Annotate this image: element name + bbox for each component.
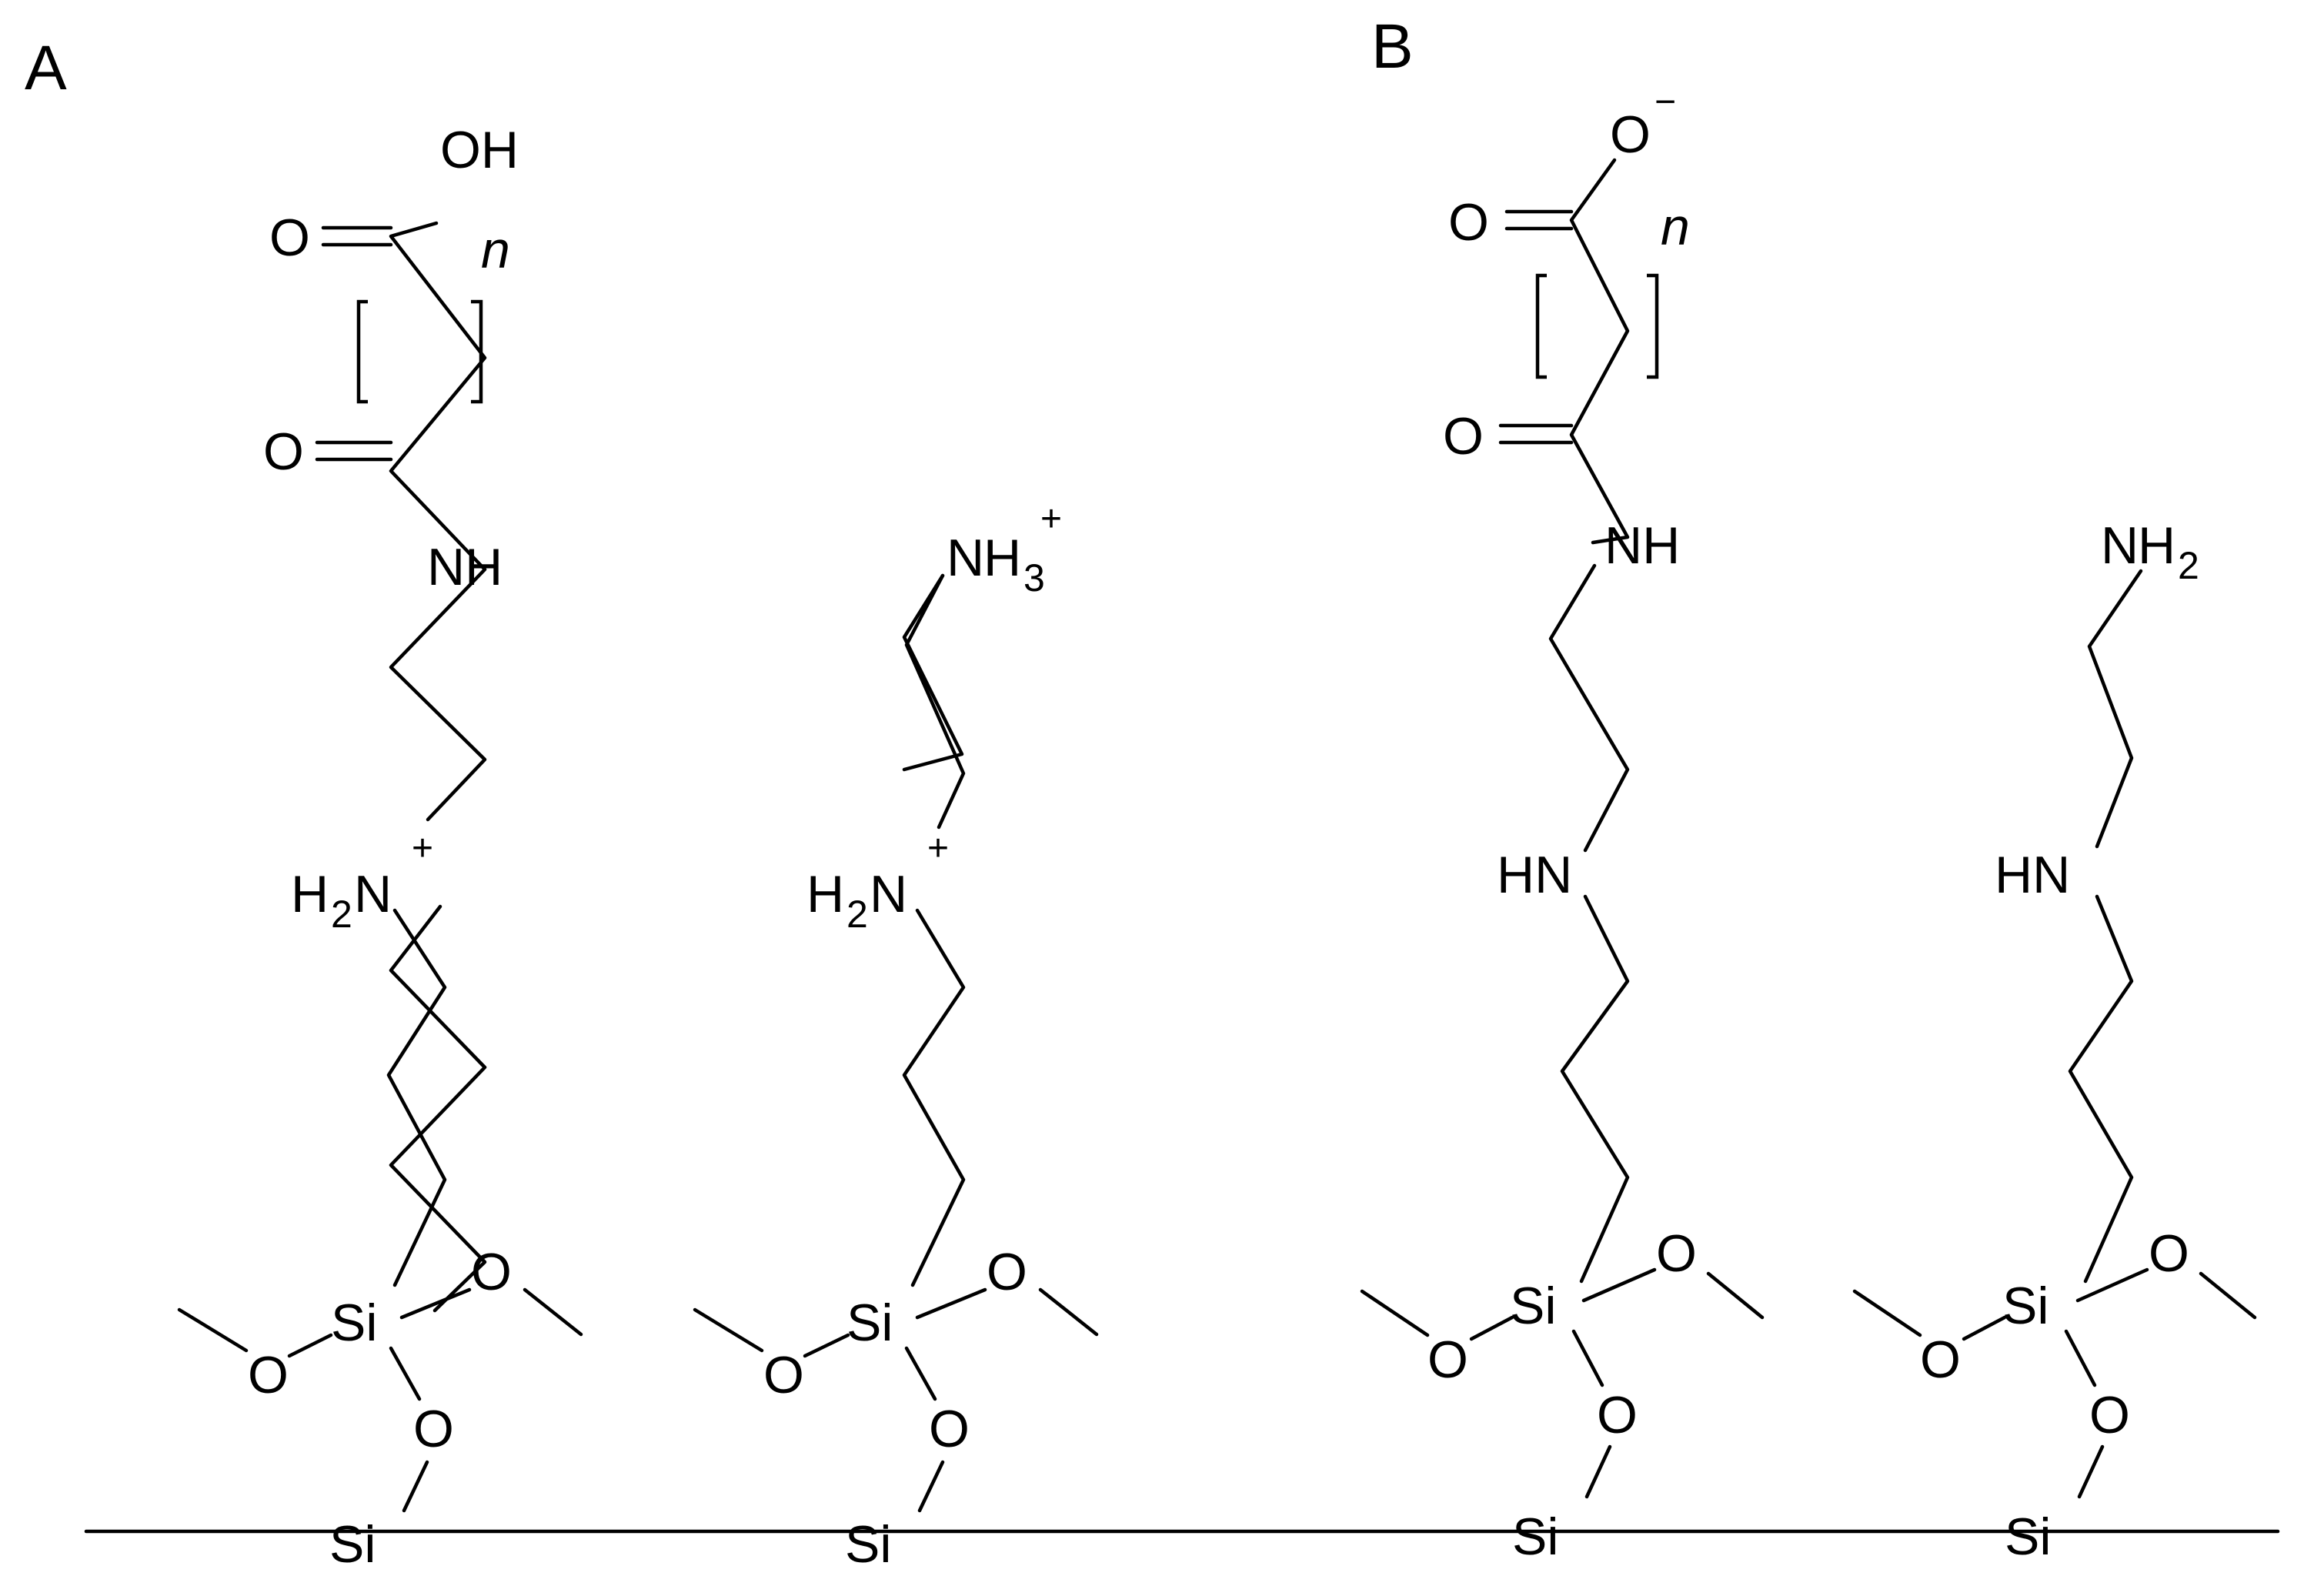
a1-atom-h: H	[291, 865, 329, 923]
b2-o-me-right	[2199, 1271, 2257, 1320]
b2-propyl	[2068, 894, 2134, 1284]
panel-label-a: A	[25, 33, 67, 103]
a1-o-si-left	[287, 1333, 333, 1358]
b1-propyl	[1560, 894, 1630, 1284]
b1-o-si-left	[1469, 1315, 1514, 1341]
a2-atom-h-top: H	[983, 529, 1021, 587]
a1-bracket-left	[356, 299, 368, 404]
b2-atom-o-down: O	[2089, 1386, 2130, 1444]
b1-backbone-chain	[1548, 563, 1630, 853]
a2-o-me-right	[1038, 1287, 1099, 1337]
a1-atom-nh: NH	[427, 538, 503, 596]
a2-o-si-left	[803, 1333, 850, 1358]
b1-atom-si: Si	[1510, 1277, 1556, 1335]
a2-si-ome-left	[693, 1307, 764, 1353]
a1-o-me-right	[523, 1287, 583, 1337]
a2-si-o-right	[915, 1287, 987, 1320]
a2-atom-si: Si	[846, 1294, 893, 1352]
b2-atom-si: Si	[2002, 1277, 2049, 1335]
b1-charge-minus: −	[1655, 82, 1676, 122]
molecule-a1: OH O n O NH H 2 N + Si O O O Si	[177, 121, 583, 1574]
b2-atom-si-surface: Si	[2005, 1508, 2051, 1566]
a1-si-ome-left	[177, 1307, 249, 1353]
a2-chain-propyl	[902, 908, 966, 1287]
a1-si-o-right	[399, 1287, 472, 1320]
a2-sub-3: 3	[1023, 556, 1045, 599]
b1-si-o-down	[1571, 1329, 1604, 1387]
b1-bracket-right	[1647, 273, 1659, 379]
b2-si-ome-left	[1852, 1289, 1922, 1337]
b1-atom-nh: NH	[1604, 516, 1680, 575]
a2-o-si-surface	[917, 1460, 945, 1513]
b1-atom-o-top: O	[1448, 193, 1489, 252]
b2-si-o-down	[2064, 1329, 2097, 1387]
a1-sub-2: 2	[331, 893, 352, 936]
b2-atom-o-right: O	[2149, 1224, 2189, 1283]
a1-atom-si-surface: Si	[329, 1515, 376, 1574]
a2-chain-ethyl	[904, 573, 966, 830]
b1-atom-o-bottom: O	[1443, 407, 1484, 466]
b2-atom-o-left: O	[1920, 1331, 1961, 1389]
b1-atom-o-minus: O	[1610, 105, 1651, 164]
a1-atom-o-right: O	[471, 1243, 512, 1301]
molecule-b1: O − O n O NH HN Si O O O Si	[1360, 82, 1765, 1566]
a1-backbone-upper	[389, 221, 487, 822]
a2-atom-h: H	[806, 865, 844, 923]
a1-repeat-n: n	[481, 221, 510, 279]
b2-o-si-left	[1962, 1315, 2007, 1341]
a1-atom-o-left: O	[248, 1346, 289, 1404]
b2-atom-h-top: H	[2138, 516, 2175, 575]
a2-si-o-down	[904, 1346, 937, 1401]
a2-sub-2: 2	[846, 893, 868, 936]
molecule-a2: N H 3 + H 2 N + Si O O O Si	[693, 499, 1099, 1574]
b1-atom-hn: HN	[1497, 846, 1572, 904]
a2-atom-o-left: O	[763, 1346, 804, 1404]
a1-si-o-down	[389, 1346, 422, 1401]
b1-atom-o-down: O	[1597, 1386, 1638, 1444]
b1-bracket-left	[1535, 273, 1547, 379]
a1-propyl	[386, 908, 447, 1287]
molecule-b2: N H 2 HN Si O O O Si	[1852, 516, 2257, 1566]
b2-atom-n-top: N	[2101, 516, 2139, 575]
a1-backbone-lower	[389, 904, 487, 1313]
b1-si-ome-left	[1360, 1289, 1430, 1337]
b1-o-si-surface	[1584, 1444, 1612, 1499]
b1-o-me-right	[1706, 1271, 1765, 1320]
b2-ethyl	[2087, 569, 2143, 849]
a1-atom-o-down: O	[413, 1400, 454, 1458]
a1-atom-n: N	[354, 865, 392, 923]
a2-charge-plus-top: +	[1040, 499, 1062, 539]
a2-charge-plus: +	[927, 828, 949, 869]
b2-si-o-right	[2075, 1267, 2149, 1303]
b1-si-o-right	[1581, 1267, 1657, 1303]
a2-atom-o-down: O	[929, 1400, 970, 1458]
a2-atom-si-surface: Si	[845, 1515, 891, 1574]
b1-atom-o-right: O	[1656, 1224, 1697, 1283]
a2-chain-upper	[902, 573, 964, 772]
b1-atom-si-surface: Si	[1512, 1508, 1558, 1566]
a1-o-si-surface	[402, 1460, 429, 1513]
b1-repeat-n: n	[1661, 198, 1690, 256]
a1-atom-oh: OH	[440, 121, 519, 179]
a2-atom-o-right: O	[987, 1243, 1027, 1301]
b2-sub-2: 2	[2178, 544, 2199, 587]
a1-charge-plus: +	[412, 828, 433, 869]
b2-o-si-surface	[2077, 1444, 2105, 1499]
a1-atom-o-bottom: O	[263, 422, 304, 481]
b1-atom-o-left: O	[1427, 1331, 1468, 1389]
b1-backbone-upper	[1569, 158, 1630, 545]
a1-atom-si: Si	[331, 1294, 377, 1352]
a1-bracket-right	[471, 299, 483, 404]
panel-label-b: B	[1371, 12, 1414, 82]
a1-atom-o-top: O	[269, 209, 310, 267]
a2-atom-n-top: N	[947, 529, 984, 587]
a2-atom-n: N	[870, 865, 907, 923]
b2-atom-hn: HN	[1995, 846, 2070, 904]
